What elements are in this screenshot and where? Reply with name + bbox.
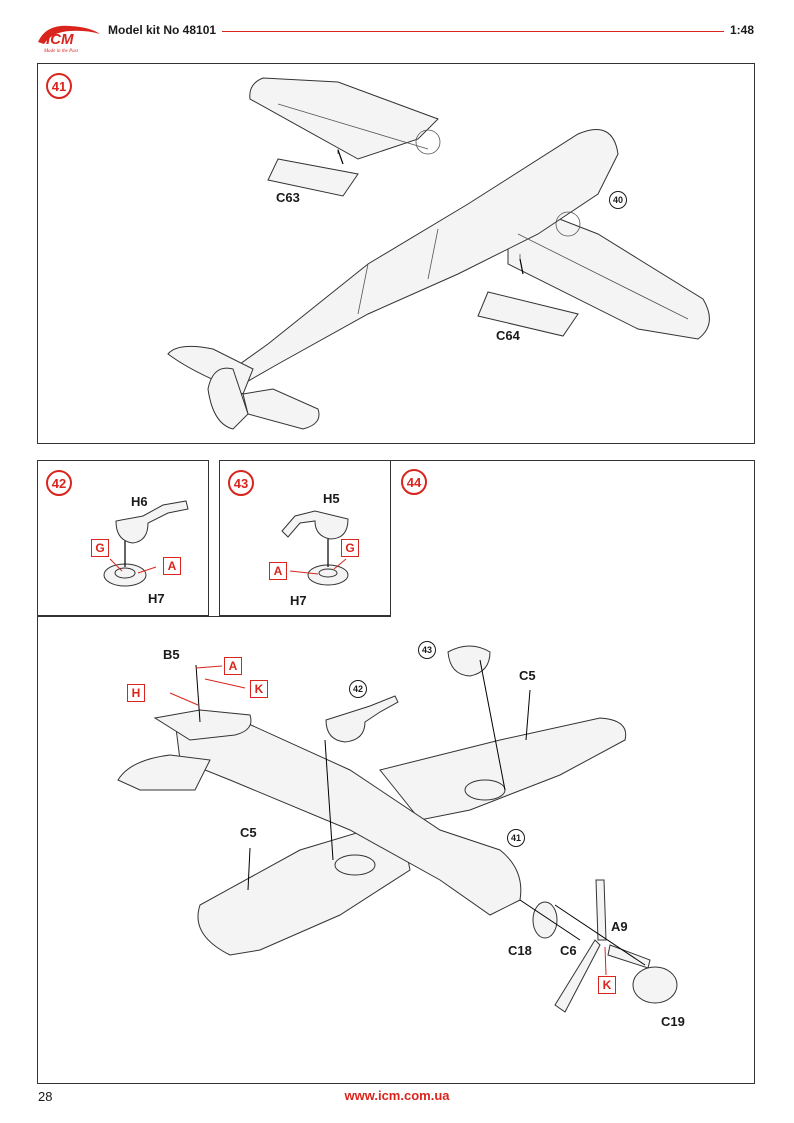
step-ref-43: 43 xyxy=(418,641,436,659)
step-ref-40: 40 xyxy=(609,191,627,209)
step-44-header-region xyxy=(391,460,755,461)
paint-code-g: G xyxy=(91,539,109,557)
paint-code-k: K xyxy=(250,680,268,698)
wheel-cover-h5-drawing xyxy=(281,510,349,586)
part-label-c18: C18 xyxy=(508,943,532,958)
step-44-divider xyxy=(37,616,391,617)
step-41-badge: 41 xyxy=(46,73,72,99)
paint-code-h: H xyxy=(127,684,145,702)
part-label-h7: H7 xyxy=(148,591,165,606)
paint-code-a: A xyxy=(224,657,242,675)
step-44-panel xyxy=(37,460,755,1084)
part-label-b5: B5 xyxy=(163,647,180,662)
part-label-c64: C64 xyxy=(496,328,520,343)
step-43-badge: 43 xyxy=(228,470,254,496)
step-42-panel: 42 H6 H7 G A xyxy=(37,460,209,616)
svg-text:Made in the Past: Made in the Past xyxy=(43,49,79,54)
step-44-badge: 44 xyxy=(401,469,427,495)
paint-code-g: G xyxy=(341,539,359,557)
part-label-c6: C6 xyxy=(560,943,577,958)
part-label-c19: C19 xyxy=(661,1014,685,1029)
step-41-panel: 41 C63 C64 40 xyxy=(37,63,755,444)
page-number: 28 xyxy=(38,1089,53,1104)
paint-code-a: A xyxy=(269,562,287,580)
paint-code-k: K xyxy=(598,976,616,994)
part-label-h6: H6 xyxy=(131,494,148,509)
header-rule xyxy=(222,31,724,32)
part-label-h7: H7 xyxy=(290,593,307,608)
wheel-cover-h6-drawing xyxy=(103,500,189,587)
paint-code-a: A xyxy=(163,557,181,575)
aircraft-top-view-drawing xyxy=(167,77,710,430)
step-42-badge: 42 xyxy=(46,470,72,496)
part-label-c5-left: C5 xyxy=(240,825,257,840)
part-label-c5-top: C5 xyxy=(519,668,536,683)
svg-text:ICM: ICM xyxy=(46,31,74,48)
part-label-a9: A9 xyxy=(611,919,628,934)
step-43-panel: 43 H5 H7 A G xyxy=(219,460,391,616)
icm-logo: ICM Made in the Past xyxy=(38,25,100,54)
part-label-h5: H5 xyxy=(323,491,340,506)
step-ref-41: 41 xyxy=(507,829,525,847)
page-header: ICM Made in the Past Model kit No 48101 … xyxy=(0,0,794,60)
website-link[interactable]: www.icm.com.ua xyxy=(344,1088,450,1103)
part-label-c63: C63 xyxy=(276,190,300,205)
kit-scale: 1:48 xyxy=(730,23,755,37)
kit-title: Model kit No 48101 xyxy=(108,23,217,37)
step-ref-42: 42 xyxy=(349,680,367,698)
